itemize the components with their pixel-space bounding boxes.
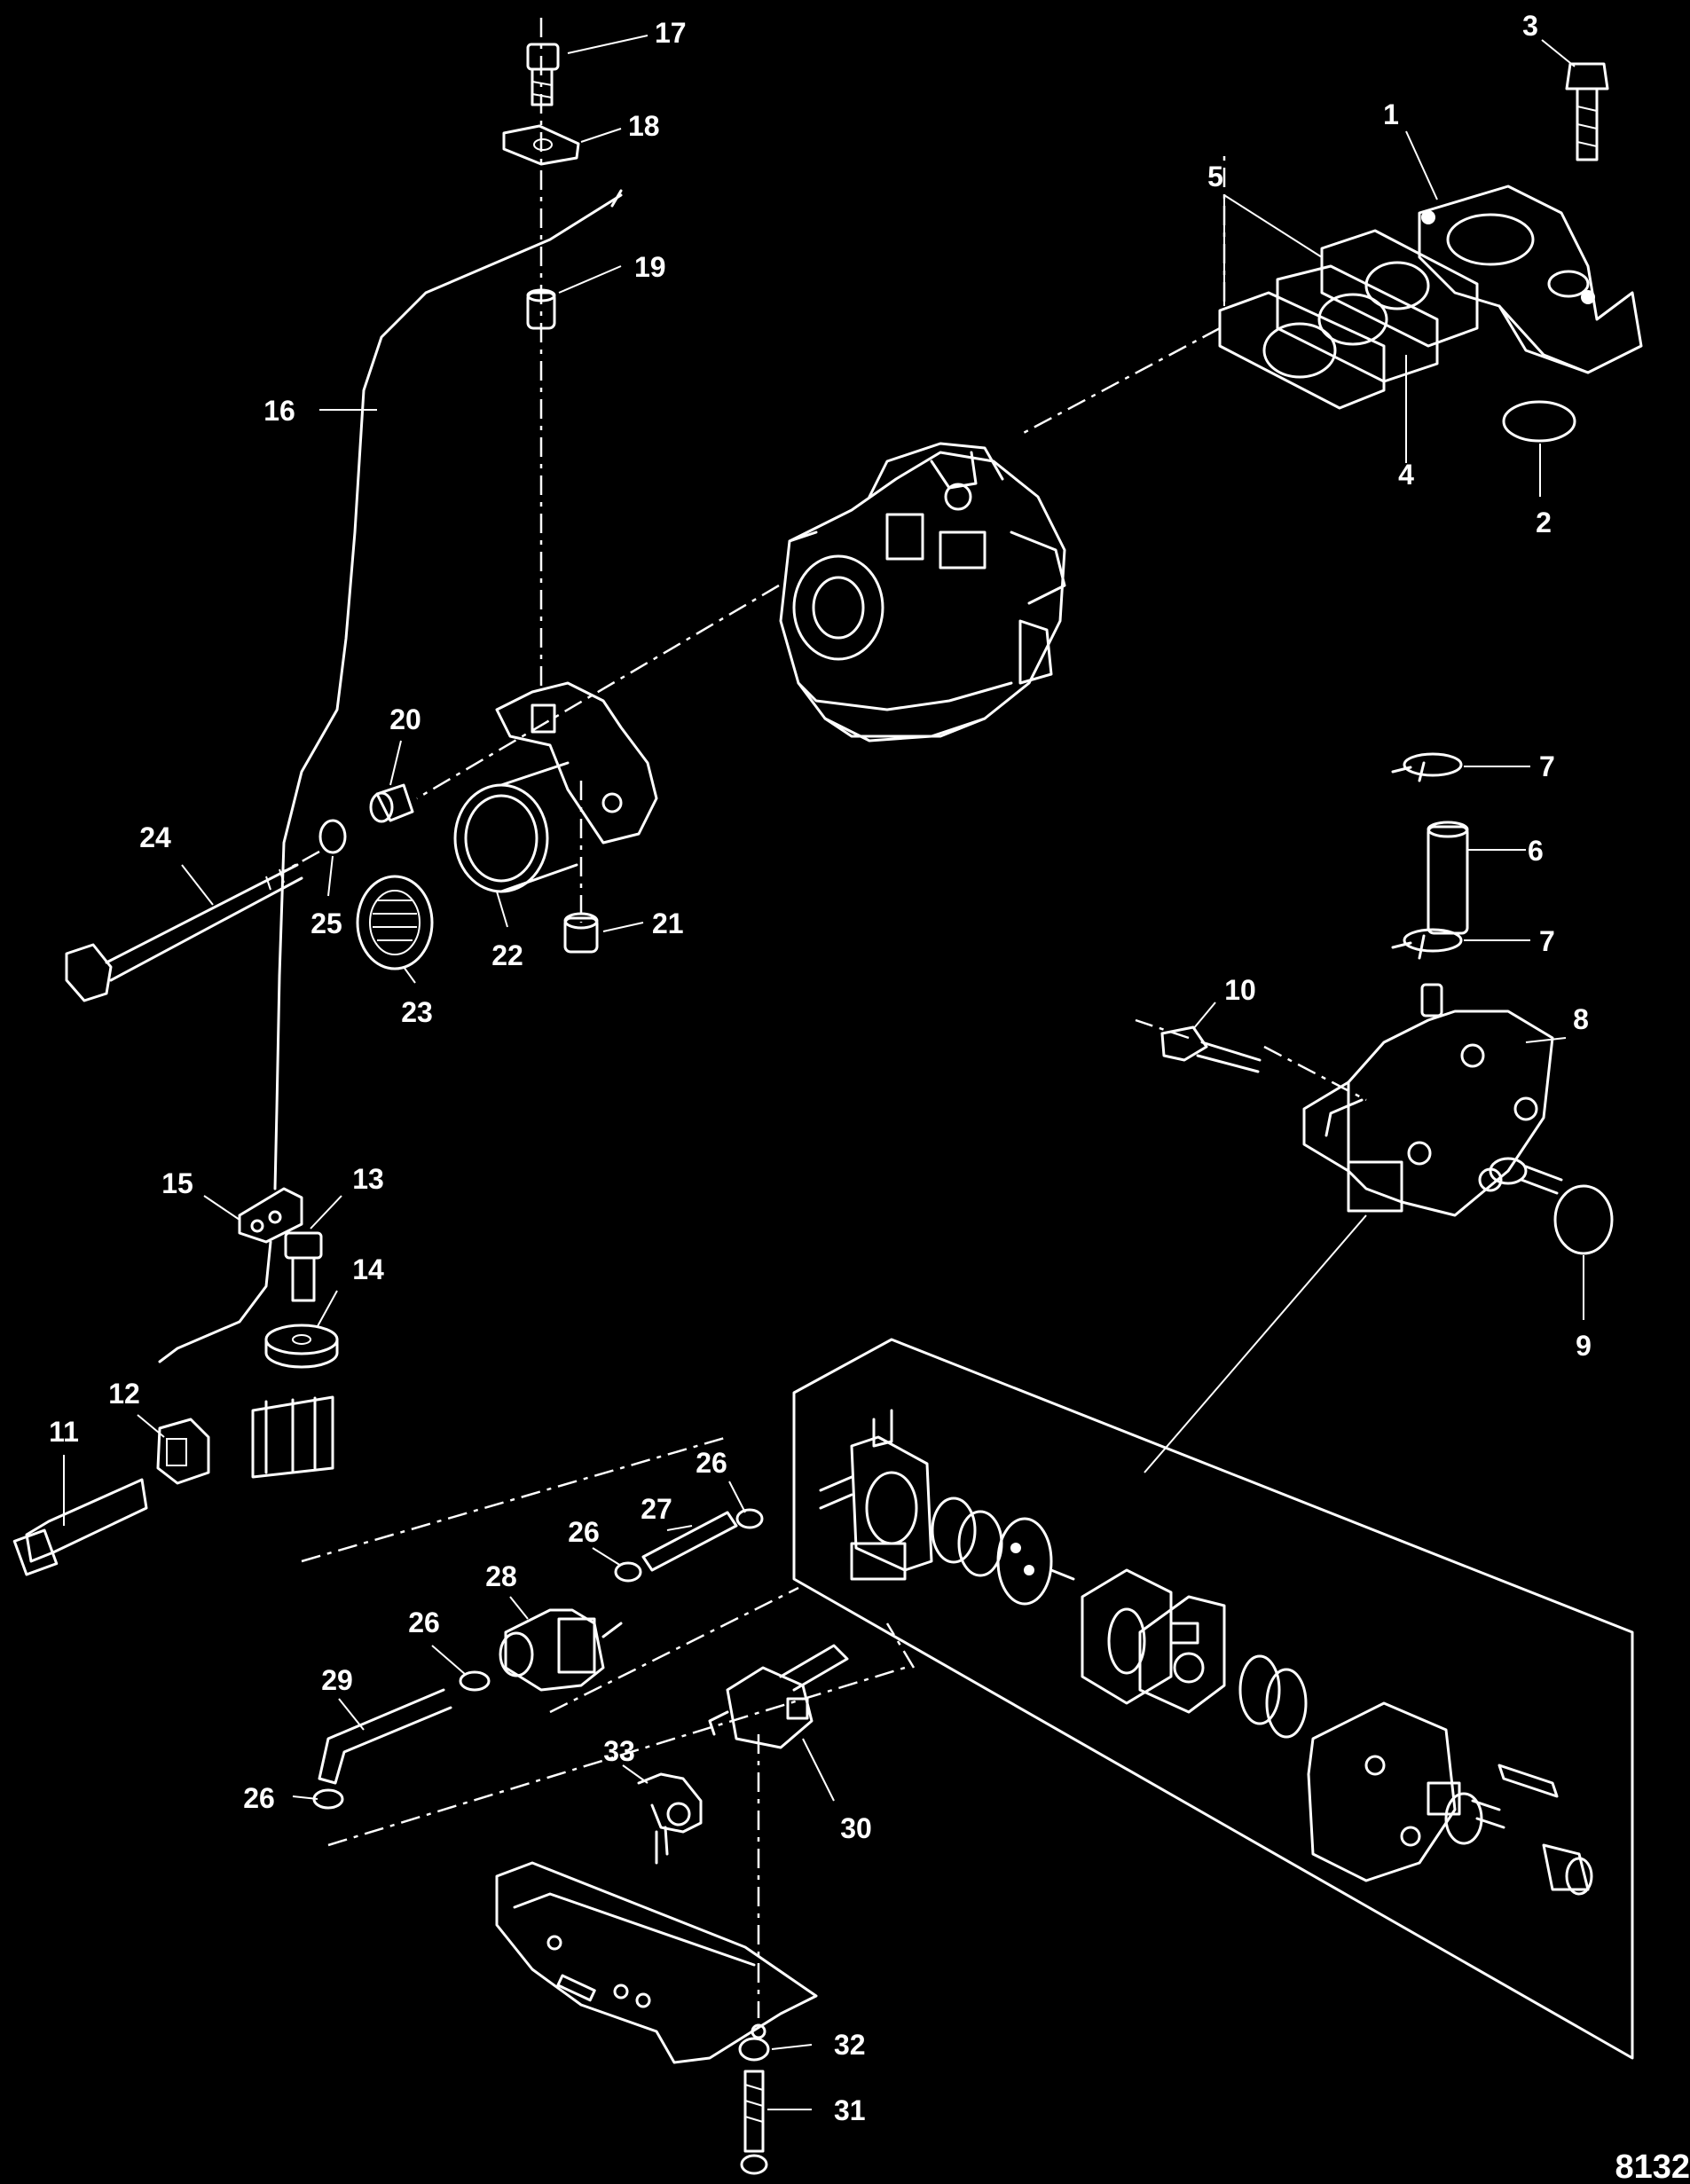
pump-detail-leader [1144, 1214, 1367, 1473]
carburetor [779, 442, 1066, 742]
hose-clamp-lower [1391, 928, 1463, 960]
callout-6: 6 [1528, 835, 1544, 867]
fuel-pump [1302, 983, 1563, 1217]
clamp-26-low [459, 1670, 491, 1692]
callout-16: 16 [263, 395, 295, 427]
washer-25 [318, 819, 347, 854]
connector-12 [156, 1418, 210, 1485]
hose-clamp-upper [1391, 752, 1463, 782]
cable-bracket [158, 1187, 303, 1363]
callout-8: 8 [1573, 1003, 1589, 1035]
callout-1: 1 [1383, 98, 1399, 130]
callout-26-low: 26 [408, 1607, 440, 1638]
fuel-fitting [708, 1644, 849, 1749]
retaining-clip [637, 1772, 703, 1865]
callout-29: 29 [321, 1664, 353, 1696]
callout-28: 28 [485, 1560, 517, 1592]
callout-33: 33 [603, 1735, 635, 1767]
spacer-20 [369, 783, 414, 823]
callout-7-upper: 7 [1539, 750, 1555, 782]
callout-32: 32 [834, 2029, 866, 2061]
connector-11 [12, 1478, 148, 1576]
bolt-17 [526, 43, 560, 106]
silencer-screen [356, 875, 434, 970]
intake-gaskets [1218, 229, 1479, 410]
nut-21 [563, 912, 599, 954]
callout-7-lower: 7 [1539, 925, 1555, 957]
manifold-o-ring [1502, 400, 1576, 443]
callout-13: 13 [352, 1163, 384, 1195]
bolt-13 [284, 1231, 323, 1302]
washer-14 [264, 1324, 339, 1369]
callout-27: 27 [641, 1493, 672, 1525]
pump-o-ring [1553, 1184, 1614, 1255]
callout-2: 2 [1536, 507, 1552, 538]
figure-number: 8132 [1615, 2149, 1690, 2184]
callout-17: 17 [655, 17, 687, 49]
mounting-bracket [495, 1861, 818, 2064]
callout-22: 22 [491, 939, 523, 971]
callout-31: 31 [834, 2094, 866, 2126]
callout-30: 30 [840, 1812, 872, 1844]
fuel-hose [1427, 821, 1469, 935]
callout-25: 25 [310, 907, 342, 939]
mounting-post [251, 1395, 334, 1479]
hose-27 [641, 1511, 738, 1572]
hose-29 [318, 1688, 452, 1785]
callout-26-bottom: 26 [243, 1782, 275, 1814]
fuel-pump-detail-box [792, 1338, 1634, 2060]
callout-20: 20 [389, 703, 421, 735]
spacer-19 [526, 288, 556, 330]
callout-23: 23 [401, 996, 433, 1028]
callout-labels: 1 2 3 4 5 6 7 7 8 9 10 11 12 13 14 15 16… [49, 10, 1592, 2126]
manifold-bolt [1565, 62, 1609, 161]
clamp-26-top [735, 1508, 764, 1529]
callout-12: 12 [108, 1378, 140, 1410]
callout-18: 18 [628, 110, 660, 142]
callout-3: 3 [1522, 10, 1538, 42]
leader-lines [63, 35, 1584, 2110]
callout-19: 19 [634, 251, 666, 283]
callout-21: 21 [652, 907, 684, 939]
clamp-26-mid [614, 1561, 642, 1583]
callout-26-top: 26 [696, 1447, 727, 1479]
long-screw [65, 863, 303, 1002]
callout-11: 11 [49, 1416, 79, 1448]
callout-4: 4 [1398, 459, 1414, 491]
clip-18 [502, 124, 580, 166]
callout-24: 24 [139, 821, 171, 853]
washer-32 [738, 2037, 770, 2062]
assembly-axis-lines [279, 18, 1367, 2018]
callout-14: 14 [352, 1253, 384, 1285]
throttle-cable [273, 189, 623, 1190]
callout-9: 9 [1576, 1330, 1592, 1362]
pump-bolt [1160, 1025, 1262, 1073]
clamp-26-bottom [312, 1788, 344, 1810]
callout-5: 5 [1207, 161, 1223, 192]
air-silencer-body [453, 681, 658, 893]
intake-manifold [1418, 185, 1643, 374]
screw-31 [740, 2070, 768, 2175]
callout-26-mid: 26 [568, 1516, 600, 1548]
callout-15: 15 [161, 1167, 193, 1199]
fuel-filter [499, 1608, 623, 1692]
callout-10: 10 [1224, 974, 1256, 1006]
